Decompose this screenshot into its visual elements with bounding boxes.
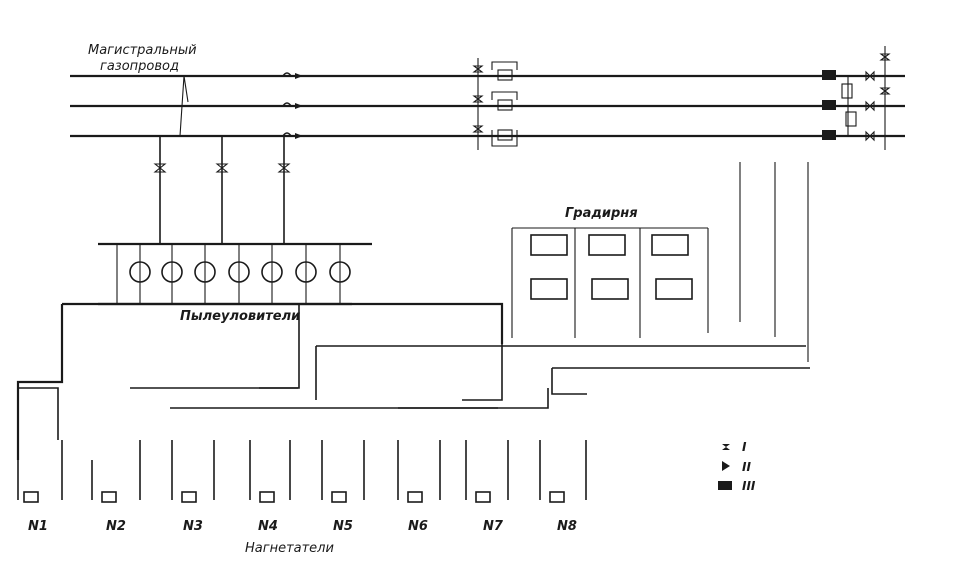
unit-label: N1: [28, 519, 48, 534]
legend: I II III: [718, 440, 756, 493]
legend-label-2: II: [742, 460, 751, 474]
cooling-tower-label: Градирня: [565, 206, 638, 221]
meter-icon: [718, 481, 732, 490]
unit-label: N8: [557, 519, 577, 534]
check-valve-icon: [722, 461, 730, 471]
unit-label: N3: [183, 519, 203, 534]
pipeline-valve-group: [472, 58, 518, 150]
main-pipeline-label-line1: Магистральный: [88, 43, 197, 58]
compressor-units: [17, 440, 587, 503]
unit-label: N6: [408, 519, 428, 534]
distribution-piping: [16, 302, 810, 460]
unit-label: N5: [333, 519, 353, 534]
valve-icon: [722, 444, 730, 450]
dust-collectors: [116, 244, 351, 304]
compressors-label: Нагнетатели: [245, 541, 334, 556]
compressor-unit-labels: N1 N2 N3 N4 N5 N6 N7 N8: [28, 519, 577, 534]
dust-collector-header: [98, 136, 372, 306]
cooling-tower: [511, 162, 809, 362]
unit-label: N2: [106, 519, 126, 534]
main-pipeline-label-line2: газопровод: [100, 59, 179, 74]
legend-label-1: I: [742, 440, 747, 454]
right-end-metering: [822, 46, 891, 150]
legend-label-3: III: [742, 479, 756, 493]
main-pipelines: [70, 72, 905, 139]
unit-label: N4: [258, 519, 278, 534]
dust-collectors-label: Пылеуловители: [180, 309, 300, 324]
unit-label: N7: [483, 519, 504, 534]
